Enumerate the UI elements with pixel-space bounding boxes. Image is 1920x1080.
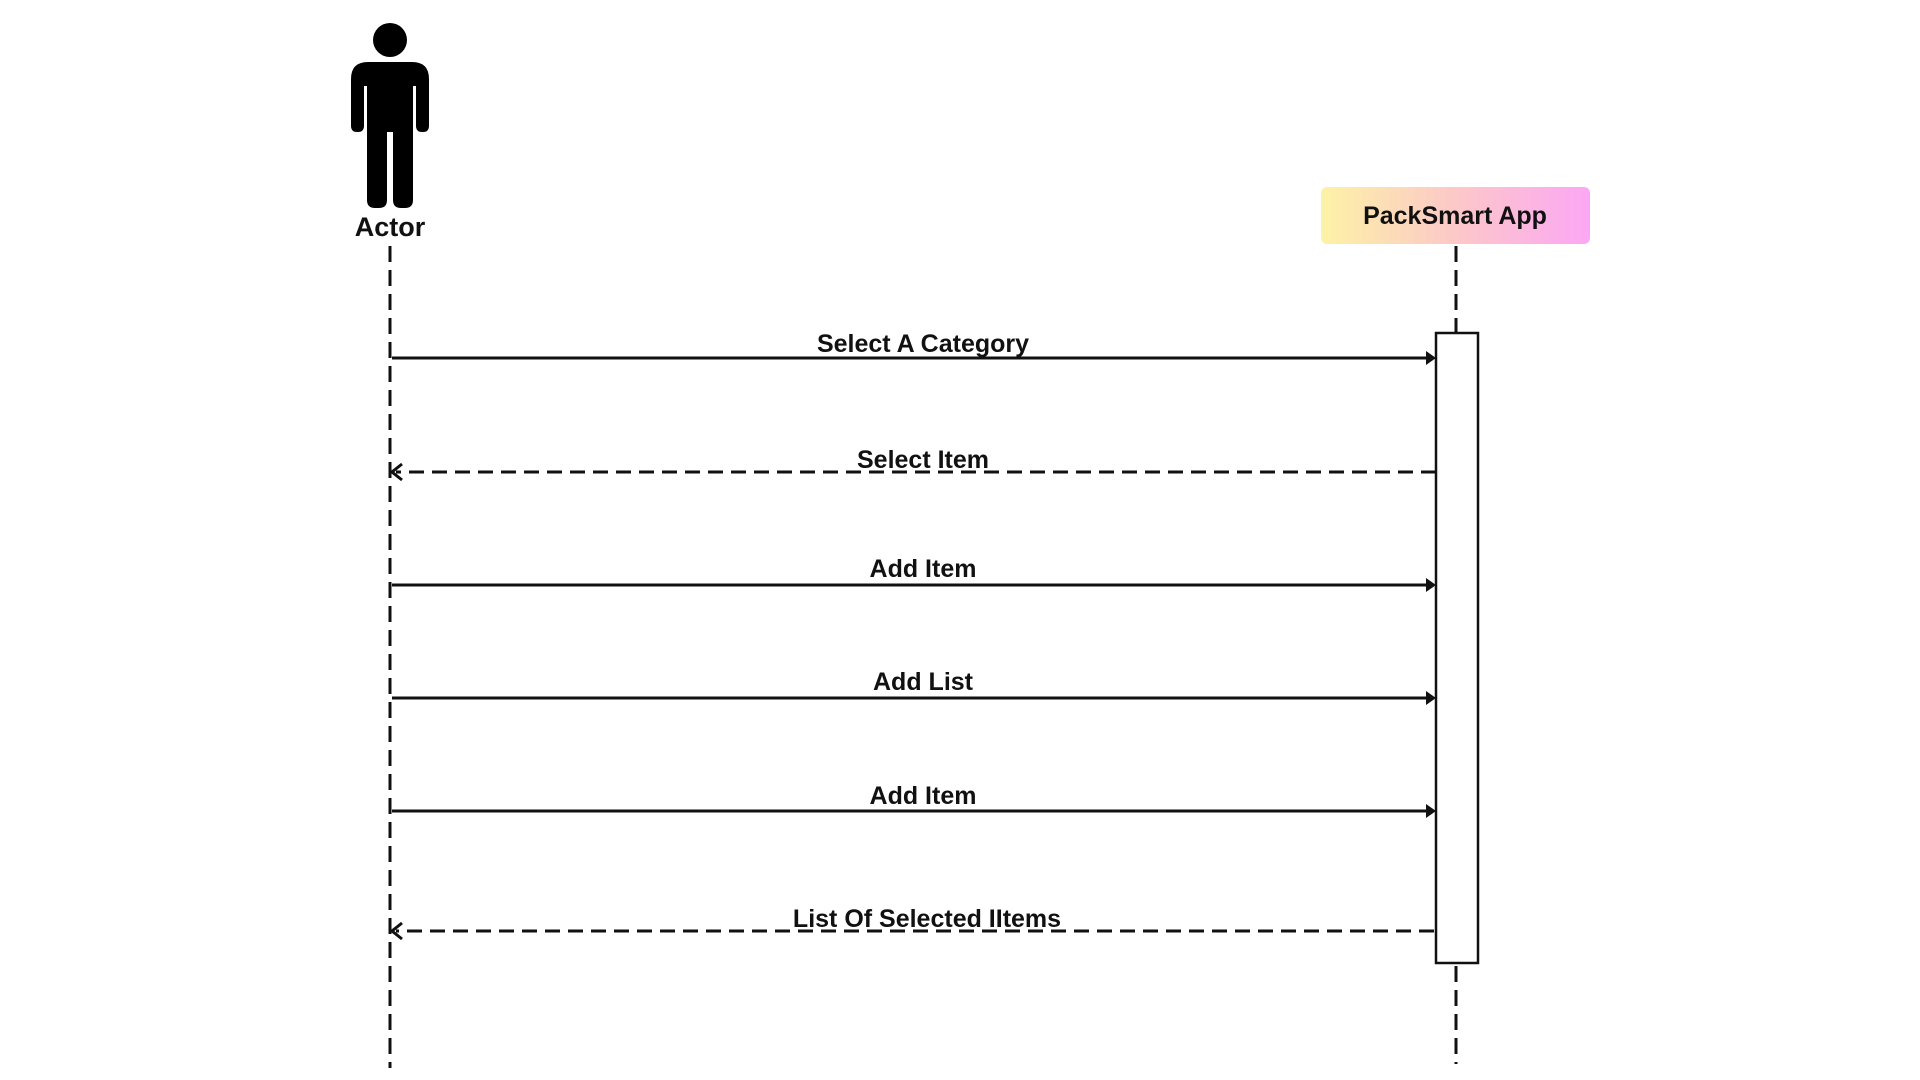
open-arrowhead-icon xyxy=(389,921,403,941)
message-select-item: Select Item xyxy=(389,446,1436,482)
actor-label: Actor xyxy=(355,212,426,242)
open-arrowhead-icon xyxy=(389,462,403,482)
message-label: Add Item xyxy=(870,782,977,810)
arrowhead-icon xyxy=(1426,351,1436,365)
arrowhead-icon xyxy=(1426,804,1436,818)
message-label: Add List xyxy=(873,668,974,696)
activation-bar xyxy=(1434,331,1480,965)
message-list-of-selected-items: List Of Selected IItems xyxy=(389,905,1434,941)
message-label: List Of Selected IItems xyxy=(793,905,1061,933)
message-add-item: Add Item xyxy=(392,555,1436,592)
arrowhead-icon xyxy=(1426,578,1436,592)
message-add-list: Add List xyxy=(392,668,1436,705)
person-icon xyxy=(351,23,429,208)
participant-box xyxy=(1321,187,1590,244)
participant-label: PackSmart App xyxy=(1363,202,1547,230)
message-label: Add Item xyxy=(870,555,977,583)
message-label: Select A Category xyxy=(817,330,1029,358)
message-add-item-2: Add Item xyxy=(392,782,1436,818)
message-label: Select Item xyxy=(857,446,989,474)
arrowhead-icon xyxy=(1426,691,1436,705)
message-select-a-category: Select A Category xyxy=(392,330,1436,365)
